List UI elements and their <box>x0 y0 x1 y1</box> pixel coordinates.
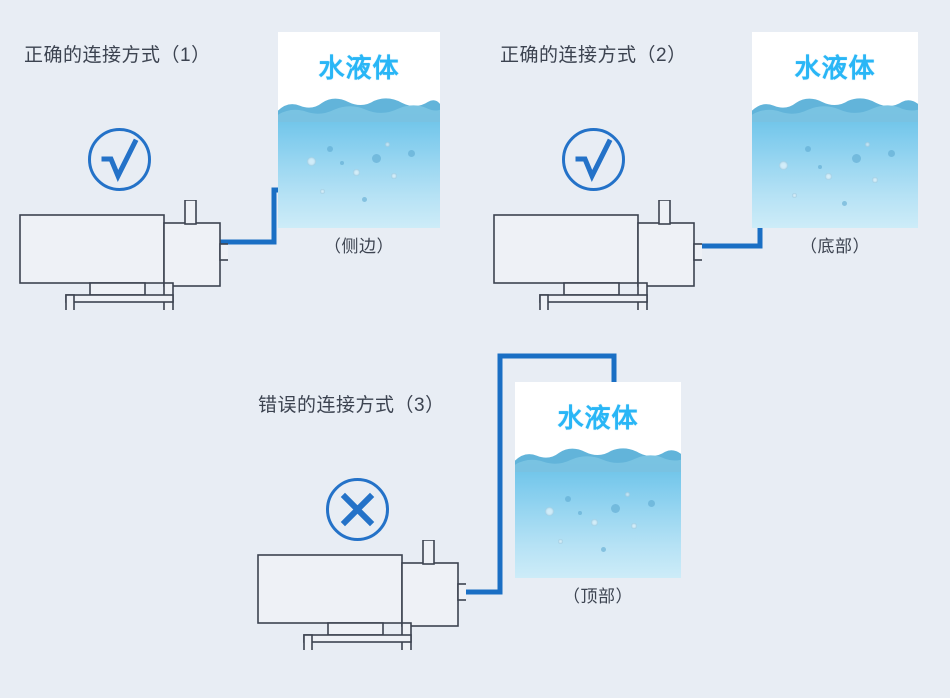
water-surface <box>278 98 440 123</box>
tank-3-water-label: 水液体 <box>557 402 639 433</box>
tank-1-water-label: 水液体 <box>318 52 400 83</box>
panel-3-caption: （顶部） <box>563 587 633 606</box>
pump-unit-1 <box>19 200 228 310</box>
check-circle-icon <box>562 128 625 191</box>
cross-circle-icon <box>326 478 389 541</box>
pump-unit-2 <box>493 200 702 310</box>
tank-2-water-label: 水液体 <box>794 52 876 83</box>
bubble-group <box>278 32 440 228</box>
panel-1-title: 正确的连接方式（1） <box>24 45 211 66</box>
water-surface <box>752 98 918 123</box>
pipe-connection-top <box>464 353 617 595</box>
bubble-group <box>515 382 681 578</box>
pump-unit-3 <box>257 540 466 650</box>
tank-1: 水液体 <box>278 32 440 228</box>
panel-2-caption: （底部） <box>800 237 870 256</box>
panel-2-title: 正确的连接方式（2） <box>500 45 687 66</box>
panel-1-caption: （侧边） <box>324 237 394 256</box>
water-body <box>752 114 918 228</box>
tank-3: 水液体 <box>515 382 681 578</box>
check-circle-icon <box>88 128 151 191</box>
panel-3-title: 错误的连接方式（3） <box>258 395 445 416</box>
tank-2: 水液体 <box>752 32 918 228</box>
bubble-group <box>752 32 918 228</box>
water-surface <box>515 448 681 473</box>
water-body <box>515 464 681 578</box>
